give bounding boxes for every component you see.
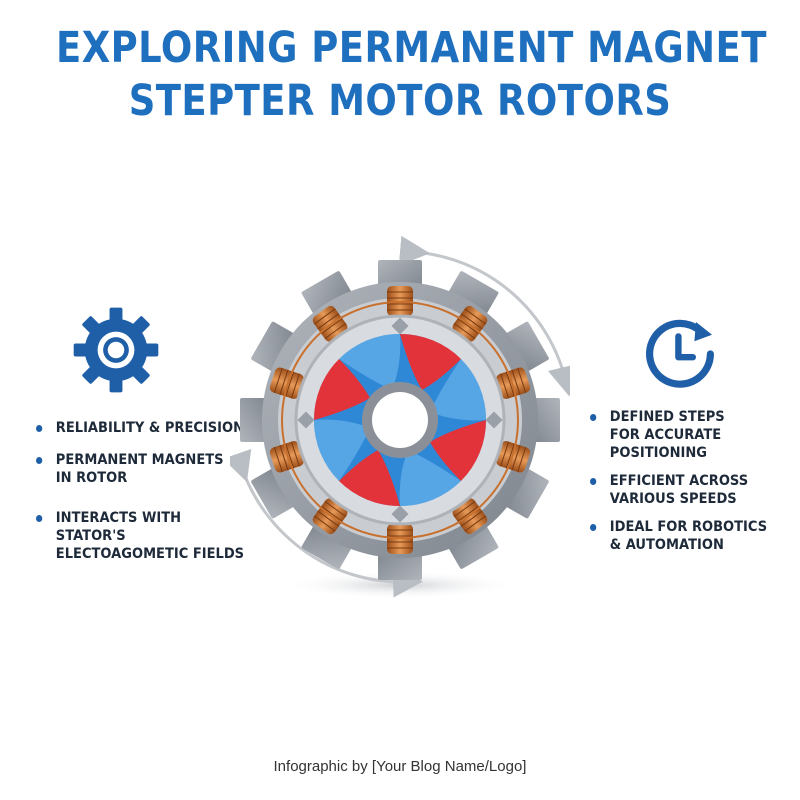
rotation-arrow-top: [398, 235, 570, 397]
list-item-line: EFFICIENT ACROSS: [609, 473, 749, 489]
list-item-line: IDEAL FOR ROBOTICS: [609, 519, 768, 535]
list-item-line: FOR ACCURATE: [609, 427, 722, 443]
clock-icon: [646, 319, 714, 388]
list-item-line: INTERACTS WITH STATOR'S: [55, 510, 182, 544]
stepper-motor-diagram: [230, 235, 570, 599]
list-item-line: RELIABILITY & PRECISION: [55, 420, 245, 436]
list-item-line: POSITIONING: [609, 445, 707, 461]
title-line-2: STEPTER MOTOR ROTORS: [128, 76, 672, 126]
list-item-line: DEFINED STEPS: [609, 409, 725, 425]
gear-icon: [73, 307, 159, 393]
rotation-arrow-bottom: [230, 448, 423, 598]
list-item-line: VARIOUS SPEEDS: [609, 491, 737, 507]
list-item: RELIABILITY & PRECISION: [36, 419, 252, 437]
list-item-line: PERMANENT MAGNETS: [55, 452, 224, 468]
list-item: INTERACTS WITH STATOR'S ELECTOAGOMETIC F…: [36, 509, 252, 563]
list-item: DEFINED STEPS FOR ACCURATE POSITIONING: [590, 408, 770, 462]
list-item: EFFICIENT ACROSS VARIOUS SPEEDS: [590, 472, 770, 508]
list-item-line: ELECTOAGOMETIC FIELDS: [55, 546, 245, 562]
list-item-line: IN ROTOR: [55, 470, 128, 486]
footer-credit: Infographic by [Your Blog Name/Logo]: [273, 758, 527, 775]
right-feature-list: DEFINED STEPS FOR ACCURATE POSITIONING E…: [590, 408, 770, 554]
title-line-1: EXPLORING PERMANENT MAGNET: [56, 23, 767, 73]
list-item-line: & AUTOMATION: [609, 537, 724, 553]
list-item: PERMANENT MAGNETS IN ROTOR: [36, 451, 252, 487]
list-item: IDEAL FOR ROBOTICS & AUTOMATION: [590, 518, 770, 554]
left-feature-list: RELIABILITY & PRECISION PERMANENT MAGNET…: [36, 419, 252, 563]
rotor-magnets: [313, 333, 487, 507]
page-title: EXPLORING PERMANENT MAGNET STEPTER MOTOR…: [56, 22, 767, 128]
